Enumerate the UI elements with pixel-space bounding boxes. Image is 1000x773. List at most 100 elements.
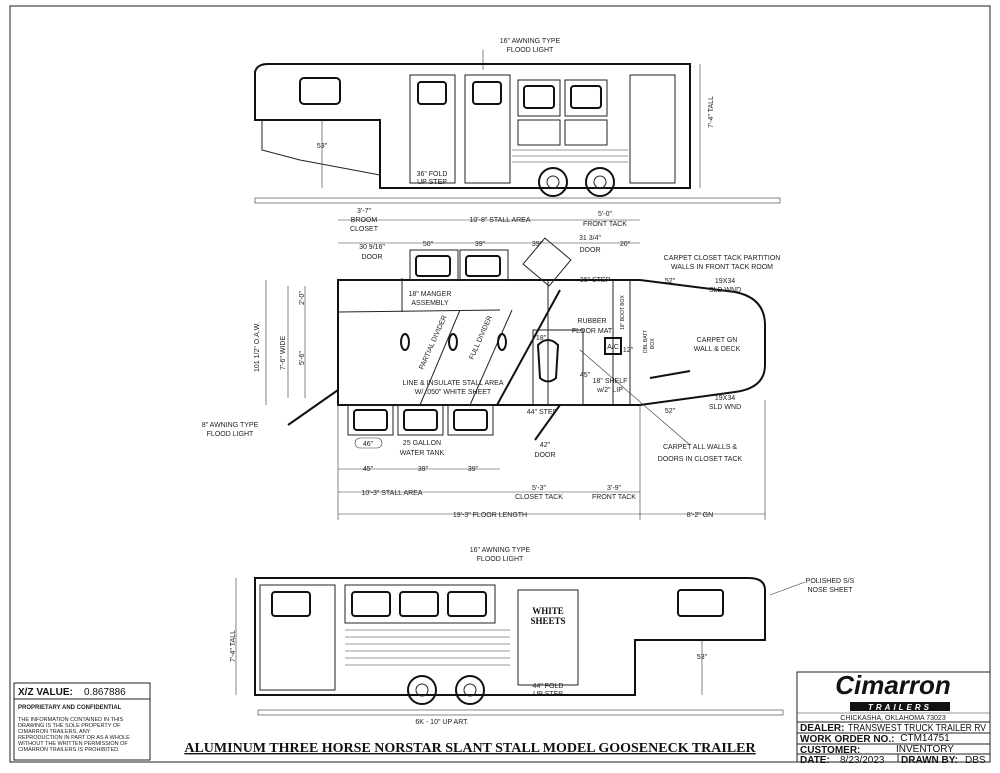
shelf-label-2: w/2" LIP	[596, 387, 623, 394]
nose-sheet-label-2: NOSE SHEET	[807, 587, 853, 594]
drawn-by-label: DRAWN BY:	[901, 755, 958, 766]
flood-light-bottom-label: 16" AWNING TYPE	[470, 547, 531, 554]
date-value: 8/23/2023	[840, 755, 885, 766]
proprietary-text: THE INFORMATION CONTAINED IN THIS	[18, 717, 123, 723]
proprietary-text: DRAWING IS THE SOLE PROPERTY OF	[18, 723, 121, 729]
title-block: Cimarron TRAILERS CHICKASHA, OKLAHOMA 73…	[796, 670, 991, 766]
proprietary-box: X/Z VALUE: 0.867886 PROPRIETARY AND CONF…	[13, 682, 151, 761]
rubber-mat-label: RUBBER	[577, 318, 606, 325]
window-top-label: SLD WND	[709, 287, 741, 294]
flood-light-8-label-2: FLOOD LIGHT	[207, 431, 254, 438]
tall-bottom-dim: 7'-4" TALL	[230, 630, 237, 662]
water-tank-label-2: WATER TANK	[400, 450, 445, 457]
flood-light-bottom-label-2: FLOOD LIGHT	[477, 556, 524, 563]
shelf-label: 18" SHELF	[593, 378, 628, 385]
partition-note-2: WALLS IN FRONT TACK ROOM	[671, 264, 773, 271]
carpet-gn-label: CARPET GN	[697, 337, 738, 344]
insulate-label: LINE & INSULATE STALL AREA	[402, 380, 503, 387]
water-tank-label: 25 GALLON	[403, 440, 441, 447]
flood-light-8-label: 8" AWNING TYPE	[202, 422, 259, 429]
dim-52-top: 52"	[665, 278, 676, 285]
proprietary-text: CIMARRON TRAILERS. ANY	[18, 729, 91, 735]
partial-divider-label: PARTIAL DIVIDER	[418, 314, 448, 370]
oaw-dim: 101 1/2" O.A.W.	[254, 322, 261, 372]
nose-sheet-label: POLISHED S/S	[806, 578, 855, 585]
stall-area-bottom-dim: 10'-3" STALL AREA	[361, 490, 422, 497]
carpet-closet-label: CARPET ALL WALLS &	[663, 444, 737, 451]
dealer-label: DEALER:	[800, 723, 844, 734]
front-tack-bottom-label: FRONT TACK	[592, 494, 636, 501]
white-sheets-label-2: SHEETS	[530, 616, 565, 626]
dim-45: 45"	[363, 466, 374, 473]
flood-light-label: 16" AWNING TYPE	[500, 38, 561, 45]
window-bottom-size: 19X34	[715, 395, 735, 402]
step-label: 36" FOLD	[417, 171, 448, 178]
wide-dim: 7'-6" WIDE	[280, 336, 287, 370]
dim-52-bottom: 52"	[665, 408, 676, 415]
batt-box-label: DBL BATT	[643, 330, 649, 353]
partition-note: CARPET CLOSET TACK PARTITION	[664, 255, 781, 262]
white-sheets-label: WHITE	[532, 606, 564, 616]
dim-39a: 39"	[475, 241, 486, 248]
front-tack-top-dim: 5'-0"	[598, 211, 612, 218]
height-53-dimension: 53"	[317, 143, 328, 150]
full-divider-label: FULL DIVIDER	[468, 315, 494, 361]
dim-2-0: 2'-0"	[299, 291, 306, 305]
step-label-2: UP STEP	[417, 179, 447, 186]
manger-label-2: ASSEMBLY	[411, 300, 449, 307]
dealer-value: TRANSWEST TRUCK TRAILER RV	[848, 723, 986, 734]
date-label: DATE:	[800, 755, 830, 766]
flood-light-label-2: FLOOD LIGHT	[507, 47, 554, 54]
wheel-icon	[407, 675, 437, 705]
height-53-bottom: 53"	[697, 654, 708, 661]
proprietary-text: CIMARRON TRAILERS IS PROHIBITED.	[18, 747, 120, 753]
side-elevation-top: 16" AWNING TYPE FLOOD LIGHT 7'-4" TALL 5…	[254, 38, 781, 204]
dim-20: 20"	[620, 241, 631, 248]
tall-dimension: 7'-4" TALL	[708, 96, 715, 128]
logo-subtitle: TRAILERS	[868, 703, 932, 712]
window-bottom-label: SLD WND	[709, 404, 741, 411]
manger-label: 18" MANGER	[409, 291, 452, 298]
door-42-dim: 42"	[540, 442, 551, 449]
dim-46: 46"	[363, 441, 374, 448]
dim-50: 50"	[423, 241, 434, 248]
drawn-by-value: DBS	[965, 755, 986, 766]
side-elevation-bottom: 16" AWNING TYPE FLOOD LIGHT POLISHED S/S…	[230, 547, 855, 726]
cimarron-logo: Cimarron	[835, 670, 951, 700]
proprietary-heading: PROPRIETARY AND CONFIDENTIAL	[18, 705, 122, 711]
window-top-size: 19X34	[715, 278, 735, 285]
broom-closet-label: BROOM	[351, 217, 378, 224]
step-36: 36" STEP	[580, 277, 611, 284]
door-left-dim: 30 9/16"	[359, 244, 385, 251]
door-tack-dim: 31 3/4"	[579, 235, 601, 242]
wheel-icon	[455, 675, 485, 705]
fold-step-label: 44" FOLD	[533, 683, 564, 690]
dim-39b: 39"	[532, 241, 543, 248]
wheel-icon	[585, 167, 615, 197]
stall-area-top-dim: 10'-8" STALL AREA	[469, 217, 530, 224]
gooseneck-dim: 8'-2" GN	[687, 512, 713, 519]
carpet-gn-label-2: WALL & DECK	[694, 346, 741, 353]
work-order-label: WORK ORDER NO.:	[800, 734, 894, 745]
insulate-label-2: W/ .050" WHITE SHEET	[415, 389, 492, 396]
carpet-closet-label-2: DOORS IN CLOSET TACK	[658, 456, 743, 463]
door-tack-label: DOOR	[580, 247, 601, 254]
floor-plan: 3'-7" BROOM CLOSET 10'-8" STALL AREA 5'-…	[202, 208, 781, 520]
fold-step-label-2: UP STEP	[533, 691, 563, 698]
sheet-border	[9, 5, 991, 763]
ac-label: A/C	[607, 344, 619, 351]
front-tack-top-label: FRONT TACK	[583, 221, 627, 228]
step-44: 44" STEP	[527, 409, 558, 416]
proprietary-text: REPRODUCTION IN PART OR AS A WHOLE	[18, 735, 130, 741]
broom-closet-label-2: CLOSET	[350, 226, 379, 233]
batt-box-label-2: BOX	[650, 338, 656, 349]
rubber-mat-label-2: FLOOR MAT	[572, 328, 613, 335]
dim-39c: 39"	[418, 466, 429, 473]
axle-label: 6K - 10" UP ART.	[415, 719, 468, 726]
customer-label: CUSTOMER:	[800, 745, 860, 756]
drawing-title: ALUMINUM THREE HORSE NORSTAR SLANT STALL…	[184, 741, 756, 756]
boot-box-label: 18" BOOT BOX	[620, 295, 626, 330]
closet-tack-label: CLOSET TACK	[515, 494, 563, 501]
